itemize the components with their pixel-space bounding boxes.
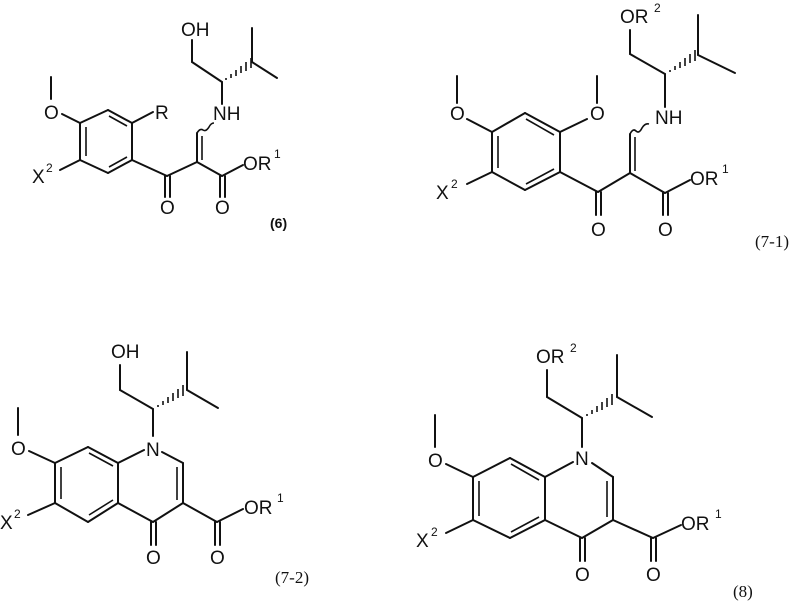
ester-or-label: OR <box>243 154 272 175</box>
methoxy-oxygen-right-label: O <box>590 104 605 125</box>
ether-label: OR <box>620 7 649 28</box>
ester-or-label: OR <box>681 514 710 535</box>
methoxy-oxygen-label: O <box>11 439 26 460</box>
compound-7-1: OR 2 NH O O X 2 O O OR 1 (7-1) <box>436 1 789 251</box>
methoxy-oxygen-label: O <box>44 103 59 124</box>
quinolone-ring <box>54 446 184 523</box>
ether-superscript: 2 <box>570 341 577 355</box>
halide-superscript: 2 <box>451 177 458 191</box>
ring-nitrogen-label: N <box>575 449 589 470</box>
ester-or-label: OR <box>690 169 719 190</box>
ester-or-label: OR <box>244 498 273 519</box>
compound-label-8: (8) <box>733 582 753 601</box>
ester-superscript: 1 <box>274 147 281 161</box>
methoxy-oxygen-label: O <box>428 451 443 472</box>
halide-label: X <box>436 183 449 204</box>
amine-label: NH <box>213 104 240 125</box>
compound-label-7-2: (7-2) <box>275 568 309 587</box>
compound-8: OR 2 N O X 2 O O OR 1 (8) <box>416 341 753 601</box>
hashed-wedge <box>157 385 184 407</box>
r-substituent-label: R <box>155 103 169 124</box>
ketone-oxygen-label: O <box>160 198 175 219</box>
hydroxyl-label: OH <box>111 342 140 363</box>
halide-label: X <box>0 513 13 534</box>
ester-superscript: 1 <box>715 507 722 521</box>
ketone-oxygen-label: O <box>591 220 606 241</box>
ester-carbonyl-oxygen-label: O <box>215 198 230 219</box>
hashed-wedge <box>669 50 696 72</box>
halide-label: X <box>416 531 429 552</box>
halide-superscript: 2 <box>14 507 21 521</box>
hydroxyl-label: OH <box>181 20 210 41</box>
hashed-wedge <box>586 394 613 416</box>
halide-superscript: 2 <box>431 525 438 539</box>
ester-carbonyl-oxygen-label: O <box>658 220 673 241</box>
halide-superscript: 2 <box>46 161 53 175</box>
amine-label: NH <box>655 108 682 129</box>
ether-label: OR <box>536 347 565 368</box>
ester-carbonyl-oxygen-label: O <box>210 548 225 569</box>
benzene-ring <box>491 112 561 191</box>
ester-carbonyl-oxygen-label: O <box>646 565 661 586</box>
ketone-oxygen-label: O <box>575 565 590 586</box>
ether-superscript: 2 <box>654 1 661 15</box>
methoxy-oxygen-left-label: O <box>450 104 465 125</box>
ring-nitrogen-label: N <box>146 440 160 461</box>
halide-label: X <box>32 167 45 188</box>
benzene-ring <box>79 109 133 174</box>
compound-label-7-1: (7-1) <box>755 232 789 251</box>
quinolone-ring <box>472 457 614 539</box>
ketone-oxygen-label: O <box>146 548 161 569</box>
hashed-wedge <box>225 58 252 80</box>
ester-superscript: 1 <box>722 162 729 176</box>
compound-7-2: OH N O X 2 O O OR 1 (7-2) <box>0 342 309 587</box>
ester-superscript: 1 <box>277 491 284 505</box>
compound-6: OH NH R O X 2 O O OR 1 (6) <box>32 20 287 231</box>
compound-label-6: (6) <box>270 215 287 231</box>
